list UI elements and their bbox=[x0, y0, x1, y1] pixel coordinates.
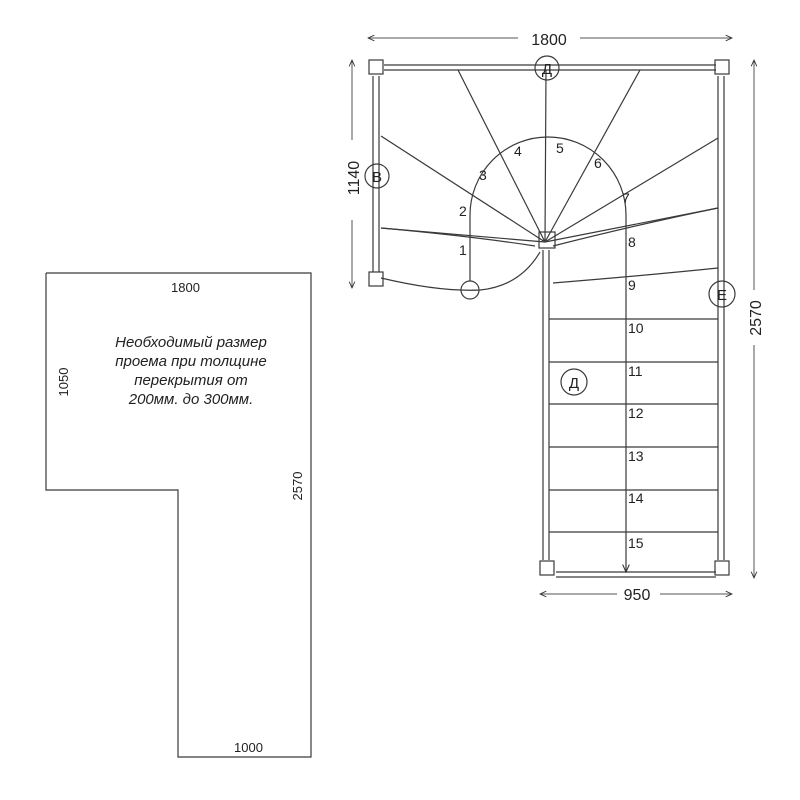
step-11: 11 bbox=[628, 363, 643, 379]
dim-right-label: 2570 bbox=[748, 300, 765, 336]
step-8: 8 bbox=[628, 234, 636, 250]
stair-frame bbox=[372, 64, 725, 578]
step-9: 9 bbox=[628, 277, 636, 293]
note-line-3: перекрытия от bbox=[134, 372, 248, 389]
label-right: Е bbox=[708, 280, 736, 308]
step-5: 5 bbox=[556, 140, 564, 156]
step-1: 1 bbox=[459, 242, 467, 258]
label-left: В bbox=[364, 163, 390, 189]
step-7: 7 bbox=[622, 190, 630, 206]
walking-line bbox=[460, 136, 626, 572]
svg-text:В: В bbox=[372, 169, 382, 186]
dim-top-label: 1800 bbox=[531, 32, 567, 49]
opening-bottom-width: 1000 bbox=[234, 740, 263, 755]
svg-text:Д: Д bbox=[542, 61, 552, 78]
step-2: 2 bbox=[459, 203, 467, 219]
step-14: 14 bbox=[628, 490, 644, 506]
step-13: 13 bbox=[628, 448, 644, 464]
dim-bottom-label: 950 bbox=[624, 587, 651, 604]
note-line-1: Необходимый размер bbox=[115, 334, 267, 351]
note-line-4: 200мм. до 300мм. bbox=[128, 391, 254, 408]
step-numbers: 1 2 3 4 5 6 7 8 9 10 11 12 13 14 15 bbox=[459, 140, 644, 551]
step-12: 12 bbox=[628, 405, 644, 421]
opening-left-height: 1050 bbox=[56, 368, 71, 397]
winder-treads bbox=[380, 69, 719, 291]
step-4: 4 bbox=[514, 143, 522, 159]
opening-note: Необходимый размер проема при толщине пе… bbox=[86, 333, 296, 409]
opening-outline bbox=[45, 272, 312, 758]
opening-top-width: 1800 bbox=[171, 280, 200, 295]
dim-left-label: 1140 bbox=[346, 161, 363, 196]
label-flight: Д bbox=[560, 368, 588, 396]
note-line-2: проема при толщине bbox=[115, 353, 267, 370]
svg-text:Д: Д bbox=[569, 375, 579, 392]
step-15: 15 bbox=[628, 535, 644, 551]
step-6: 6 bbox=[594, 155, 602, 171]
opening-total-height: 2570 bbox=[290, 472, 305, 501]
step-3: 3 bbox=[479, 167, 487, 183]
svg-text:Е: Е bbox=[717, 287, 727, 304]
label-top: Д bbox=[534, 55, 560, 81]
step-10: 10 bbox=[628, 320, 644, 336]
flight-treads bbox=[549, 318, 718, 533]
